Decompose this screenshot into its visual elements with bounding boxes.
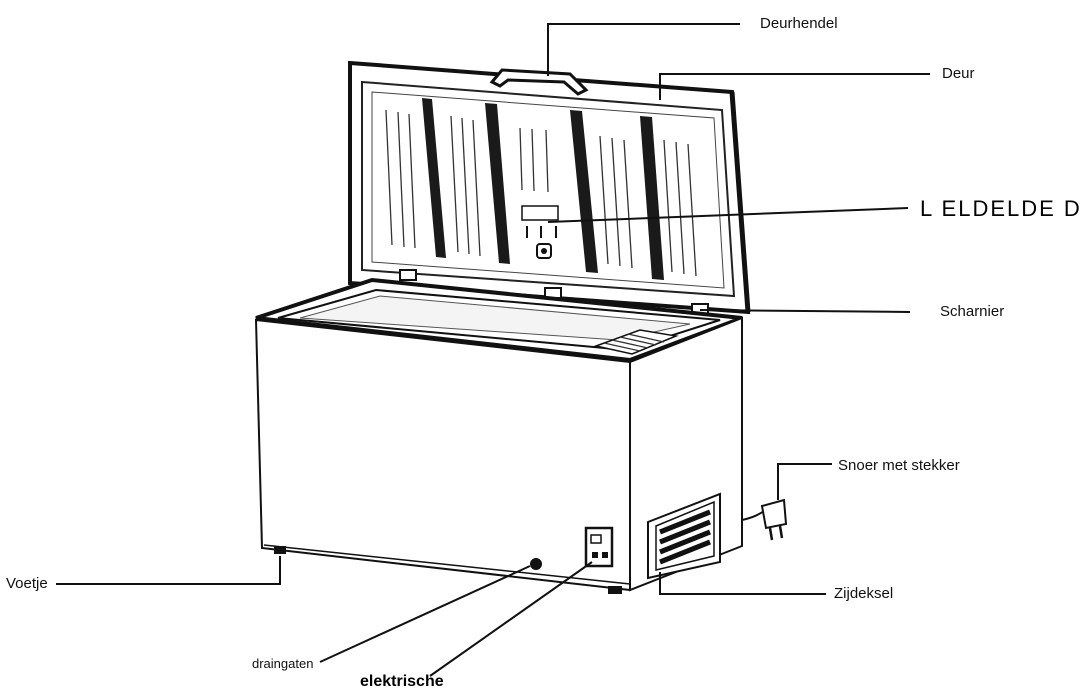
label-door-handle: Deurhendel [760,15,838,32]
label-foot: Voetje [6,575,48,592]
cabinet-top [255,277,743,363]
label-electrical: elektrische [360,673,444,690]
hinges [399,269,709,315]
label-drain-holes: draingaten [252,656,313,671]
label-hinge: Scharnier [940,303,1004,320]
label-power-cord: Snoer met stekker [838,457,960,474]
door-handle [489,68,589,96]
label-side-cover: Zijdeksel [834,585,893,602]
freezer-lid [348,60,751,315]
side-cover [647,492,721,580]
label-door: Deur [942,65,975,82]
power-plug [741,498,788,541]
leader-lines [56,23,930,677]
electrical-box [584,526,614,568]
feet [274,546,622,594]
led-display [521,205,559,221]
label-led-display: L ELDELDE D [920,196,1082,221]
drain-hole [530,558,542,570]
